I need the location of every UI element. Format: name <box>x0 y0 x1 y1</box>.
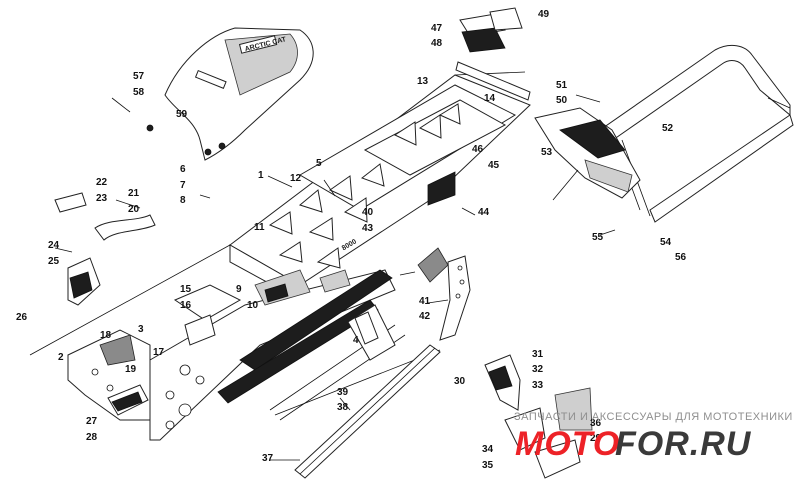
callout-16: 16 <box>180 300 192 311</box>
callout-39: 39 <box>337 387 349 398</box>
callout-2: 2 <box>58 352 64 363</box>
callout-57: 57 <box>133 71 145 82</box>
leader-lines <box>54 175 616 461</box>
callout-32: 32 <box>532 364 544 375</box>
callout-58: 58 <box>133 87 145 98</box>
callout-11: 11 <box>254 222 265 233</box>
callout-37: 37 <box>262 453 274 464</box>
callout-31: 31 <box>532 349 544 360</box>
callout-8: 8 <box>180 195 186 206</box>
callout-46: 46 <box>472 144 484 155</box>
callout-53: 53 <box>541 147 553 158</box>
grab-handle <box>107 384 149 416</box>
callout-26: 26 <box>16 312 28 323</box>
callout-23: 23 <box>96 193 108 204</box>
callout-14: 14 <box>484 93 496 104</box>
callout-7: 7 <box>180 180 186 191</box>
tunnel-assembly <box>29 71 531 356</box>
callout-12: 12 <box>290 173 302 184</box>
watermark-logo-right: FOR.RU <box>615 425 752 463</box>
callout-41: 41 <box>419 296 431 307</box>
callout-21: 21 <box>128 188 140 199</box>
watermark-logo-left: MOTO <box>515 425 620 463</box>
callout-labels: 1234567891011121314151617181920212223242… <box>16 9 687 471</box>
callout-29: 29 <box>590 433 602 444</box>
front-crossmember <box>173 269 351 346</box>
callout-51: 51 <box>556 80 568 91</box>
callout-36: 36 <box>590 418 602 429</box>
side-bracket-left <box>54 192 156 306</box>
callout-50: 50 <box>556 95 568 106</box>
callout-28: 28 <box>86 432 98 443</box>
tail-light-bracket <box>455 7 531 101</box>
callout-20: 20 <box>128 204 140 215</box>
callout-5: 5 <box>316 158 322 169</box>
callout-45: 45 <box>488 160 500 171</box>
callout-4: 4 <box>353 335 359 346</box>
callout-34: 34 <box>482 444 494 455</box>
callout-19: 19 <box>125 364 137 375</box>
callout-24: 24 <box>48 240 60 251</box>
callout-6: 6 <box>180 164 186 175</box>
callout-13: 13 <box>417 76 429 87</box>
side-bracket-right <box>417 247 471 341</box>
callout-10: 10 <box>247 300 259 311</box>
callout-40: 40 <box>362 207 374 218</box>
callout-42: 42 <box>419 311 431 322</box>
callout-30: 30 <box>454 376 466 387</box>
seat: ARCTIC CAT <box>111 27 314 161</box>
callout-59: 59 <box>176 109 188 120</box>
callout-52: 52 <box>662 123 674 134</box>
callout-18: 18 <box>100 330 112 341</box>
callout-38: 38 <box>337 402 349 413</box>
callout-54: 54 <box>660 237 672 248</box>
watermark-caption: ЗАПЧАСТИ И АКСЕССУАРЫ ДЛЯ МОТОТЕХНИКИ <box>514 411 793 423</box>
callout-43: 43 <box>362 223 374 234</box>
callout-22: 22 <box>96 177 108 188</box>
footwell-guard <box>484 354 593 479</box>
callout-9: 9 <box>236 284 242 295</box>
callout-56: 56 <box>675 252 687 263</box>
callout-35: 35 <box>482 460 494 471</box>
callout-33: 33 <box>532 380 544 391</box>
watermark: ЗАПЧАСТИ И АКСЕССУАРЫ ДЛЯ МОТОТЕХНИКИ MO… <box>514 411 793 463</box>
callout-44: 44 <box>478 207 490 218</box>
callout-1: 1 <box>258 170 264 181</box>
callout-25: 25 <box>48 256 60 267</box>
callout-49: 49 <box>538 9 550 20</box>
callout-27: 27 <box>86 416 98 427</box>
snowflap <box>534 94 641 201</box>
callout-3: 3 <box>138 324 144 335</box>
callout-55: 55 <box>592 232 604 243</box>
callout-48: 48 <box>431 38 443 49</box>
callout-47: 47 <box>431 23 443 34</box>
callout-15: 15 <box>180 284 192 295</box>
callout-17: 17 <box>153 347 165 358</box>
footrest-bracket <box>347 304 396 361</box>
